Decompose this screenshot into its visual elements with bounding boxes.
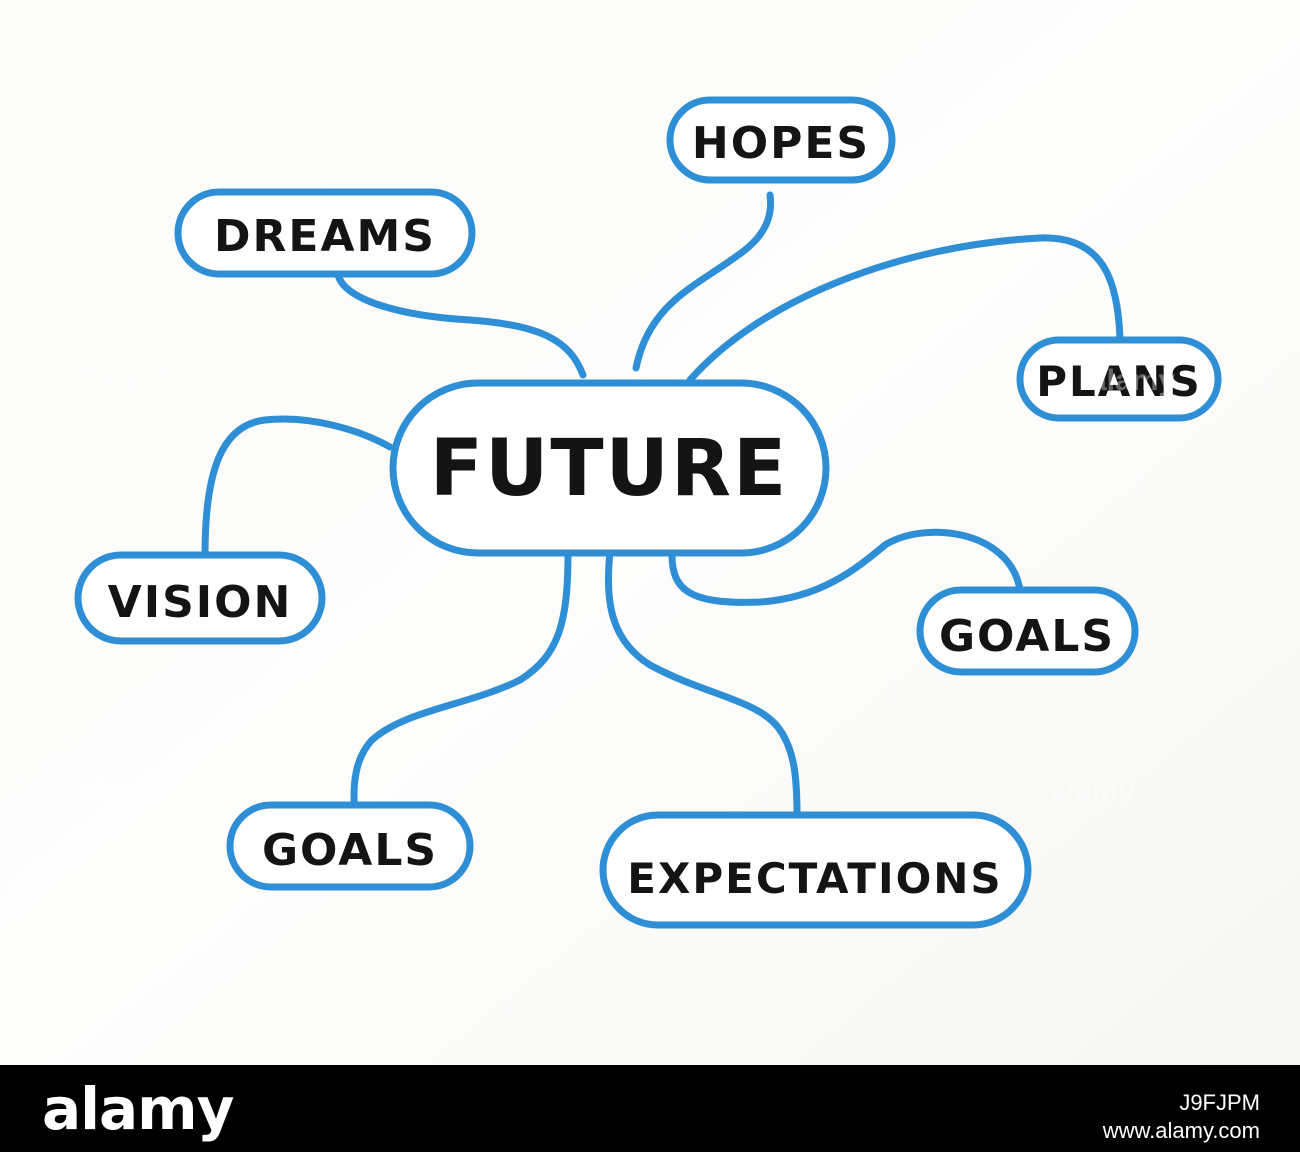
svg-text:alamy: alamy xyxy=(570,499,655,532)
image-id: J9FJPM www.alamy.com xyxy=(1103,1089,1260,1144)
connector-expectations xyxy=(604,548,801,819)
image-id-code: J9FJPM xyxy=(1179,1090,1260,1115)
stock-footer-bar: alamy J9FJPM www.alamy.com xyxy=(0,1065,1300,1152)
connectors xyxy=(201,191,1124,819)
svg-text:alamy: alamy xyxy=(1090,364,1175,397)
connector-dreams xyxy=(334,271,587,379)
node-vision-outline xyxy=(74,551,326,645)
site-url: www.alamy.com xyxy=(1102,1117,1260,1143)
node-future-label: FUTURE xyxy=(430,424,789,514)
node-dreams-label: DREAMS xyxy=(214,211,436,262)
svg-text:alamy: alamy xyxy=(80,774,165,807)
node-plans-label: PLANS xyxy=(1036,357,1201,406)
svg-text:alamy: alamy xyxy=(80,359,165,392)
node-goals-right-outline xyxy=(916,586,1139,676)
node-dreams-outline xyxy=(174,188,476,278)
nodes xyxy=(74,96,1222,929)
node-goals-left-outline xyxy=(226,801,474,891)
svg-text:alamy: alamy xyxy=(1050,774,1135,807)
mind-map-drawing: HOPES DREAMS PLANS FUTURE VISION GOALS G… xyxy=(0,0,1300,1065)
connector-goals-right xyxy=(668,528,1024,606)
node-expectations-label: EXPECTATIONS xyxy=(627,854,1002,903)
connector-hopes xyxy=(632,191,775,372)
connector-vision xyxy=(201,415,394,559)
connector-plans xyxy=(686,234,1124,384)
watermark: alamy alamy alamy alamy alamy xyxy=(80,359,1175,807)
node-hopes-outline xyxy=(666,96,896,184)
node-hopes-label: HOPES xyxy=(692,118,870,169)
node-expectations-outline xyxy=(599,811,1032,929)
node-vision-label: VISION xyxy=(108,577,293,628)
node-goals-left-label: GOALS xyxy=(262,825,438,876)
node-plans-outline xyxy=(1016,336,1222,422)
connector-goals-left xyxy=(350,548,572,819)
node-future-outline xyxy=(389,379,830,557)
alamy-logo: alamy xyxy=(42,1075,234,1143)
node-goals-right-label: GOALS xyxy=(939,611,1115,662)
